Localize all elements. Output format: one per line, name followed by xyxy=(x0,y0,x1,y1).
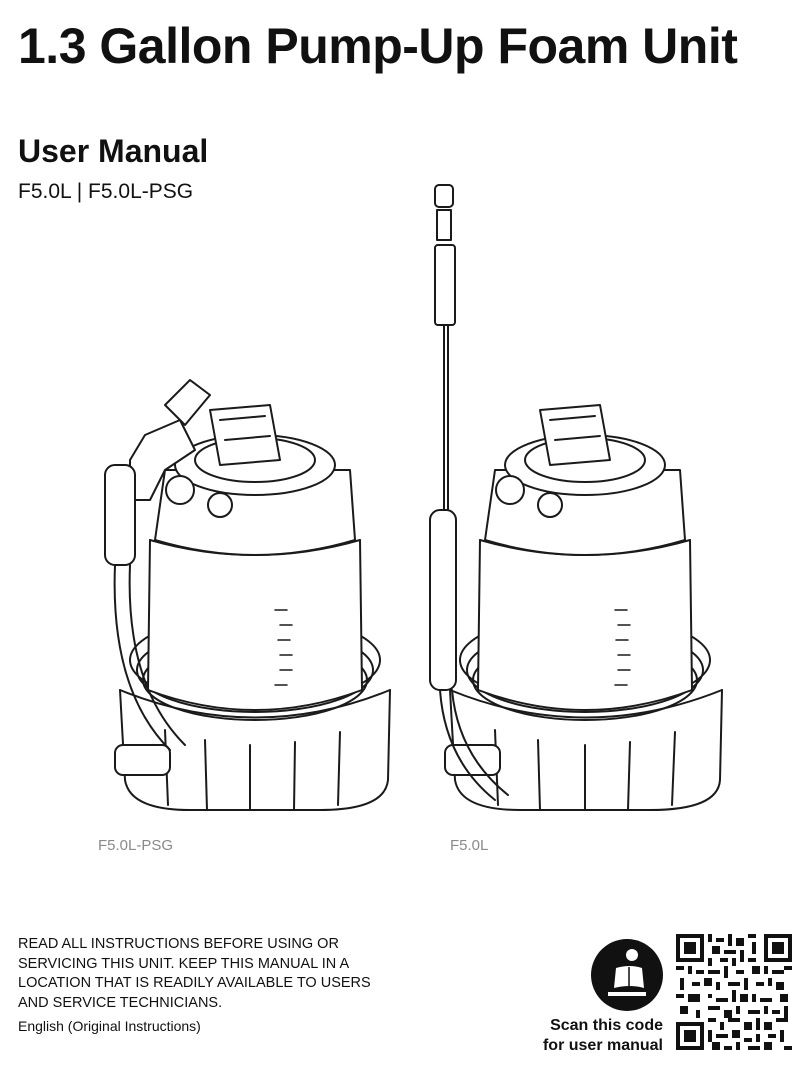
product-illustrations xyxy=(104,184,723,811)
foam-unit-psg-illustration xyxy=(104,379,391,811)
safety-warning: READ ALL INSTRUCTIONS BEFORE USING OR SE… xyxy=(18,936,371,1011)
manual-heading: User Manual xyxy=(18,133,209,169)
scan-line-2: for user manual xyxy=(542,1037,663,1054)
scan-line-1: Scan this code xyxy=(550,1017,663,1034)
foam-unit-standard-illustration xyxy=(429,184,723,811)
model-numbers: F5.0L | F5.0L-PSG xyxy=(18,180,194,203)
language-note: English (Original Instructions) xyxy=(18,1018,201,1034)
page-title: 1.3 Gallon Pump-Up Foam Unit xyxy=(18,18,738,74)
qr-code[interactable] xyxy=(676,934,792,1050)
figure-caption-psg: F5.0L-PSG xyxy=(98,837,174,854)
figure-caption-standard: F5.0L xyxy=(450,837,489,854)
read-manual-icon xyxy=(591,939,663,1011)
scan-instruction: Scan this code for user manual xyxy=(543,1016,663,1056)
